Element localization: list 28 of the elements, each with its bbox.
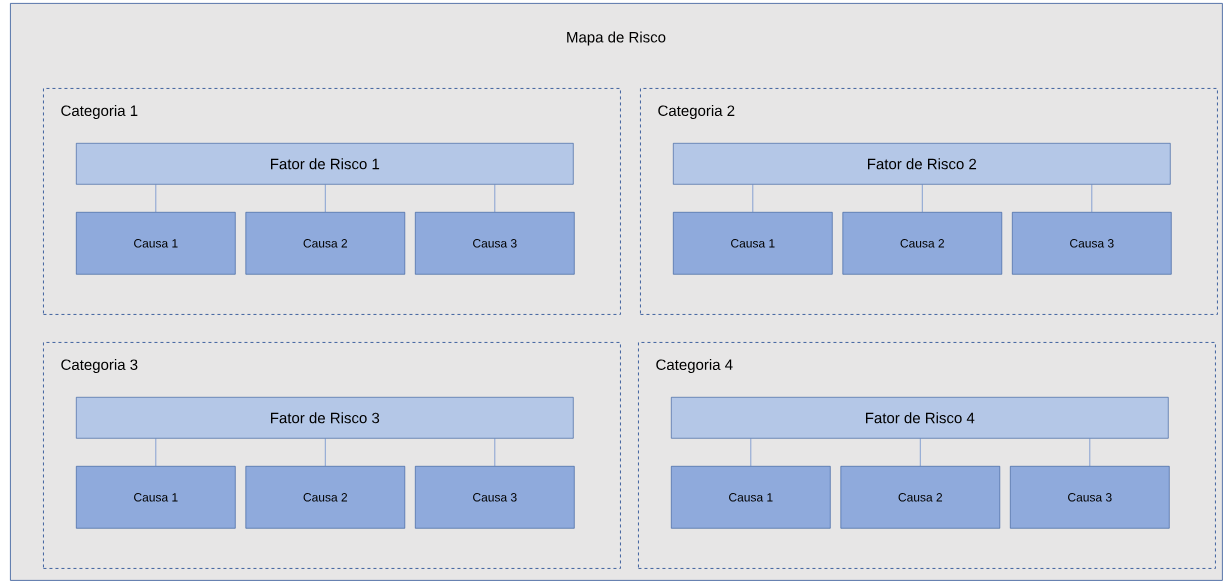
cause-box: Causa 2 (840, 466, 1001, 529)
factor-box: Fator de Risco 4 (671, 397, 1169, 439)
connector-line (325, 438, 326, 467)
factor-box: Fator de Risco 2 (673, 143, 1171, 185)
cause-box: Causa 1 (76, 466, 236, 529)
cause-box: Causa 2 (842, 212, 1003, 275)
connector-line (1091, 184, 1093, 213)
connector-line (494, 184, 496, 213)
cause-box: Causa 2 (245, 466, 406, 529)
factor-box: Fator de Risco 1 (76, 143, 574, 185)
connector-line (325, 184, 326, 213)
connector-line (494, 438, 496, 467)
cause-box: Causa 2 (245, 212, 406, 275)
connector-line (752, 184, 754, 213)
connector-line (920, 438, 921, 467)
connector-line (750, 438, 752, 467)
connector-line (922, 184, 923, 213)
cause-box: Causa 1 (673, 212, 833, 275)
connector-line (1089, 438, 1091, 467)
connector-line (155, 438, 157, 467)
cause-box: Causa 3 (1012, 212, 1172, 275)
connector-line (155, 184, 157, 213)
cause-box: Causa 3 (415, 466, 575, 529)
cause-box: Causa 3 (1010, 466, 1170, 529)
cause-box: Causa 3 (415, 212, 575, 275)
factor-box: Fator de Risco 3 (76, 397, 574, 439)
cause-box: Causa 1 (671, 466, 831, 529)
cause-box: Causa 1 (76, 212, 236, 275)
